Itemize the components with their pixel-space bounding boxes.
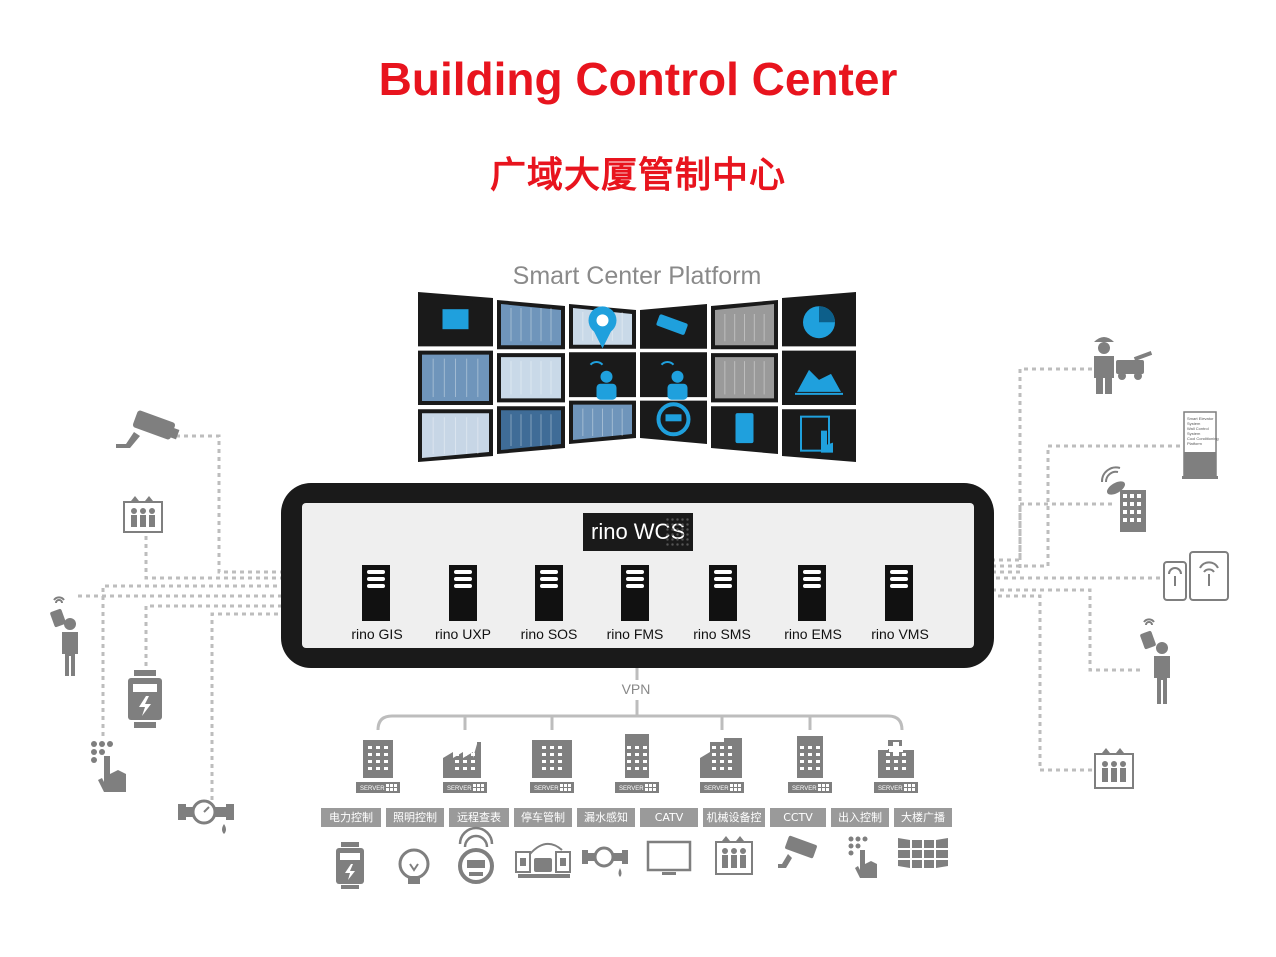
tile-person-body (667, 383, 688, 400)
video-wall-tile (782, 409, 856, 462)
tile-screen (501, 357, 561, 399)
tile-meter-display (665, 414, 682, 422)
server-label-gis: rino GIS (351, 626, 403, 642)
tile-screen (501, 304, 561, 346)
video-wall-tile (711, 300, 778, 350)
video-wall-tile (711, 406, 778, 454)
category-catv: CATV (640, 808, 698, 827)
video-wall-tile (418, 292, 493, 347)
video-wall-tile (640, 352, 707, 400)
category-access: 出入控制 (831, 808, 889, 827)
line-elevator-right (994, 594, 1092, 772)
video-wall-tile (418, 409, 493, 462)
tile-screen (786, 413, 852, 458)
tile-person-head (600, 370, 613, 383)
tile-cctv-icon (656, 314, 688, 335)
vpn-label: VPN (621, 681, 651, 697)
platform-label: Smart Center Platform (512, 262, 762, 290)
video-wall-tile (569, 352, 636, 400)
category-leak: 漏水感知 (577, 808, 635, 827)
category-lighting: 照明控制 (386, 808, 444, 827)
line-meter-left (144, 604, 281, 666)
server-label-sms: rino SMS (693, 626, 751, 642)
tile-screen (715, 357, 774, 399)
tile-person-head (671, 370, 684, 383)
tile-screen (573, 404, 632, 440)
tile-area-chart-icon (797, 369, 841, 392)
tile-pie-slice (819, 306, 835, 323)
video-wall-tile (640, 400, 707, 444)
tile-elevator-icon (442, 309, 469, 330)
page-title: Building Control Center (378, 53, 898, 105)
tile-hand (821, 430, 833, 453)
video-wall-tile (497, 353, 565, 403)
category-mechanical: 机械设备控制 (703, 808, 765, 843)
video-wall-tile (782, 292, 856, 347)
line-fire (994, 367, 1092, 562)
tile-map-pin-tail (592, 328, 613, 349)
video-wall-tile (497, 300, 565, 350)
server-label-fms: rino FMS (606, 626, 664, 642)
tile-antenna-waves (660, 361, 675, 366)
vpn-drop (463, 716, 812, 730)
page-subtitle: 广域大厦管制中心 (489, 155, 786, 196)
server-label-vms: rino VMS (871, 626, 929, 642)
category-parking: 停车管制 (514, 808, 572, 827)
line-elevator-left (144, 536, 281, 580)
category-power: 电力控制 (321, 808, 381, 827)
tile-screen (501, 410, 561, 450)
video-wall-tile (640, 304, 707, 349)
video-wall-tile (497, 406, 565, 454)
tile-map-pin-dot (596, 314, 609, 327)
line-keypad (101, 584, 281, 736)
wcs-dots-decoration (665, 517, 689, 547)
vpn-bus (376, 714, 904, 731)
tile-meter-device-icon (735, 413, 754, 444)
line-kiosk (994, 444, 1180, 568)
tile-person-body (596, 383, 617, 400)
line-mobile-right (994, 588, 1140, 672)
tile-screen (422, 354, 489, 402)
server-label-uxp: rino UXP (434, 626, 492, 642)
line-water (210, 612, 281, 800)
category-broadcast: 大楼广播 (894, 808, 952, 827)
tile-antenna-waves (589, 361, 604, 366)
video-wall-tile (418, 350, 493, 406)
wcs-badge: rino WCS (583, 513, 693, 551)
tile-screen (422, 413, 489, 458)
video-wall-tile (569, 304, 636, 349)
category-remote-meter: 远程查表 (449, 808, 509, 827)
category-cctv: CCTV (770, 808, 826, 827)
tile-screen (715, 304, 774, 346)
video-wall-tile (782, 350, 856, 406)
video-wall-tile (569, 400, 636, 444)
line-cctv (168, 434, 281, 574)
tile-keypad-icon (800, 415, 830, 452)
tile-meter-icon (656, 402, 691, 437)
video-wall-tile (711, 353, 778, 403)
server-label-sos: rino SOS (520, 626, 578, 642)
server-label-ems: rino EMS (784, 626, 842, 642)
